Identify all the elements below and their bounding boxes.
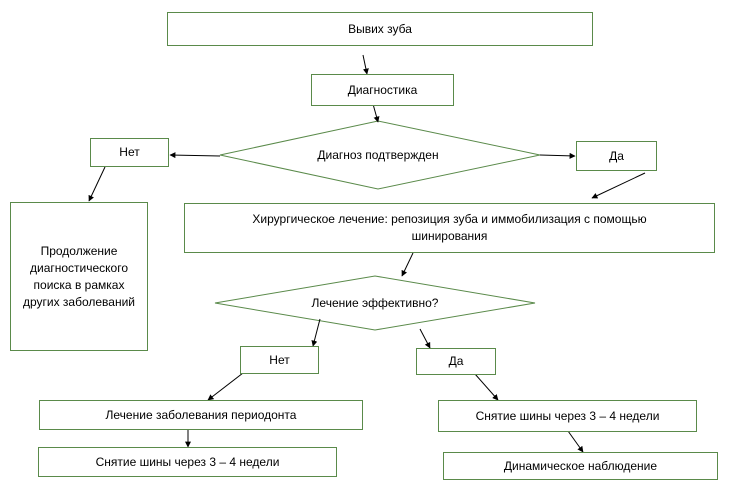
arrow-question2-to-no <box>311 318 321 347</box>
splint-removal-left-label: Снятие шины через 3 – 4 недели <box>95 454 280 469</box>
continue-search-label: Продолжение диагностического поиска в ра… <box>22 243 136 309</box>
observation-label: Динамическое наблюдение <box>503 458 658 473</box>
yes-box-2: Да <box>416 348 496 375</box>
arrow-surgery-to-question <box>401 252 414 277</box>
periodontal-treatment-label: Лечение заболевания периодонта <box>105 407 297 422</box>
effective-question-label-wrap: Лечение эффективно? <box>255 292 495 314</box>
diagnostics-label: Диагностика <box>347 82 418 97</box>
surgery-label: Хирургическое лечение: репозиция зуба и … <box>252 212 647 243</box>
observation-box: Динамическое наблюдение <box>443 452 718 480</box>
arrow-question-to-no <box>169 152 221 159</box>
arrow-diagnostics-to-question <box>372 103 380 123</box>
no-box-1: Нет <box>90 138 169 167</box>
surgery-box: Хирургическое лечение: репозиция зуба и … <box>184 203 715 253</box>
diagnosis-question-label: Диагноз подтвержден <box>317 148 439 162</box>
yes-label-1: Да <box>609 148 624 163</box>
splint-removal-left-box: Снятие шины через 3 – 4 недели <box>38 447 337 477</box>
no-label-1: Нет <box>119 145 140 159</box>
arrow-yes-to-surgery <box>591 172 646 199</box>
diagnosis-question-label-wrap: Диагноз подтвержден <box>250 144 506 166</box>
yes-label-2: Да <box>448 354 464 368</box>
splint-removal-right-box: Снятие шины через 3 – 4 недели <box>438 400 697 432</box>
continue-search-box: Продолжение диагностического поиска в ра… <box>10 202 148 351</box>
periodontal-treatment-box: Лечение заболевания периодонта <box>39 400 363 430</box>
extraction-box: Вывих зуба <box>167 12 593 46</box>
arrow-extraction-to-diagnostics <box>362 54 369 75</box>
yes-box-1: Да <box>576 141 657 171</box>
splint-removal-right-label: Снятие шины через 3 – 4 недели <box>475 408 660 423</box>
no-box-2: Нет <box>240 346 319 374</box>
arrow-splint-to-observation <box>567 430 584 453</box>
extraction-label: Вывих зуба <box>348 21 412 36</box>
arrow-question-to-yes <box>539 152 576 159</box>
arrow-question2-to-yes <box>419 328 431 349</box>
effective-question-label: Лечение эффективно? <box>311 296 439 310</box>
arrow-yes2-to-splint <box>474 373 499 401</box>
diagnostics-box: Диагностика <box>311 74 454 106</box>
arrow-no2-to-periodontal <box>207 372 244 401</box>
effectiveness-diamond <box>214 275 536 331</box>
no-label-2: Нет <box>269 352 290 367</box>
arrow-no-to-continue <box>88 166 106 202</box>
